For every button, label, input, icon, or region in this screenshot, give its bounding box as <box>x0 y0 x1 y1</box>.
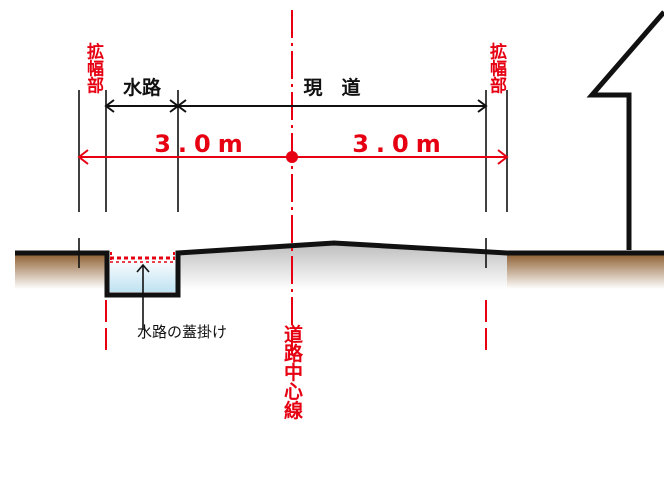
soil-left <box>15 253 107 289</box>
label-widening-right: 拡幅部 <box>486 41 507 94</box>
red-extension-lines <box>105 300 487 355</box>
label-widening-left: 拡幅部 <box>83 41 104 94</box>
soil-right <box>507 253 664 289</box>
ground <box>15 243 664 292</box>
label-waterway: 水路 <box>123 76 162 99</box>
ground-line <box>15 240 664 298</box>
label-distance-right: 3.0m <box>352 130 448 158</box>
centerline-dot <box>286 151 298 163</box>
road-surface <box>178 243 507 290</box>
label-road-centerline: 道路中心線 <box>281 323 303 420</box>
house-outline <box>586 10 664 250</box>
label-current-road: 現 道 <box>303 76 360 99</box>
current-road-dimension <box>176 99 488 113</box>
black-extension-lines <box>78 90 508 268</box>
label-distance-left: 3.0m <box>154 130 250 158</box>
waterway-dimension <box>104 99 180 113</box>
cover-pointer-arrow <box>136 263 150 330</box>
label-waterway-cover: 水路の蓋掛け <box>137 323 227 341</box>
